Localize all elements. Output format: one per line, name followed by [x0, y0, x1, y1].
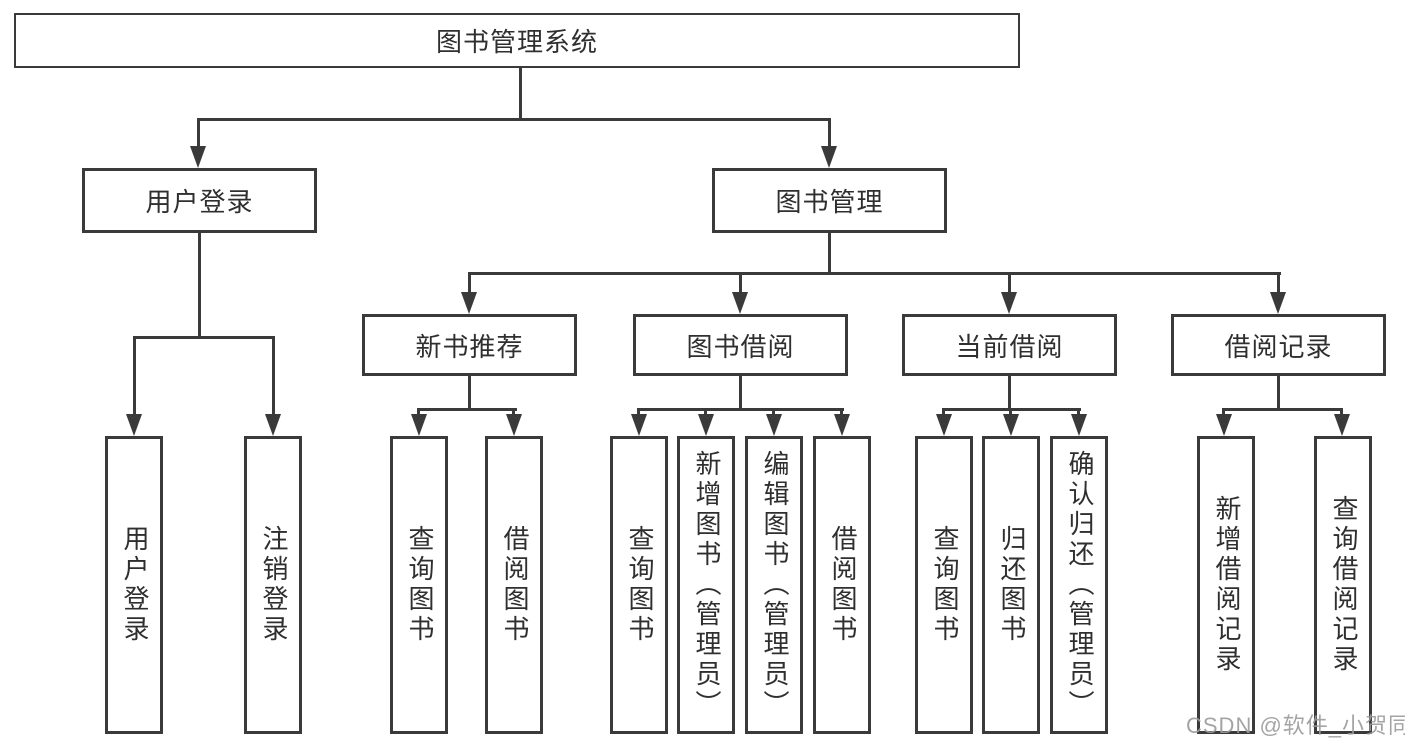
edge-new-book-branch: [417, 408, 517, 411]
node-current-borrow-label: 当前借阅: [955, 331, 1064, 362]
arrowhead: [1071, 414, 1087, 436]
node-user-login-label: 用户登录: [145, 187, 254, 217]
edge-book-mgmt-branch: [468, 272, 1281, 275]
edge-borrow-stem: [739, 376, 742, 408]
edge-records-branch: [1222, 408, 1343, 411]
arrowhead: [265, 414, 281, 436]
node-borrow-records: 借阅记录: [1171, 314, 1386, 376]
node-book-borrow: 图书借阅: [633, 314, 848, 376]
arrowhead: [732, 292, 748, 314]
leaf-recommend-query-books: 查询图书: [390, 436, 448, 734]
edge-book-mgmt-drop-1: [468, 272, 471, 294]
leaf-borrow-query-books: 查询图书: [610, 436, 668, 734]
arrowhead: [126, 414, 142, 436]
node-user-login: 用户登录: [82, 168, 317, 233]
edge-root-branch: [197, 118, 831, 121]
arrowhead: [461, 292, 477, 314]
node-new-book-recommend: 新书推荐: [362, 314, 577, 376]
arrowhead: [190, 146, 206, 168]
leaf-borrow-borrow-books: 借阅图书: [813, 436, 871, 734]
node-borrow-records-label: 借阅记录: [1224, 331, 1333, 362]
edge-user-login-drop-2: [272, 336, 275, 416]
leaf-logout: 注销登录: [244, 436, 302, 734]
arrowhead: [1003, 414, 1019, 436]
edge-root-right-drop: [828, 118, 831, 150]
edge-root-stem: [519, 68, 522, 118]
leaf-current-confirm-return-admin: 确认归还（管理员）: [1050, 436, 1108, 734]
arrowhead: [631, 414, 647, 436]
edge-root-left-drop: [197, 118, 200, 150]
edge-user-login-branch: [133, 336, 275, 339]
node-new-book-recommend-label: 新书推荐: [415, 331, 524, 362]
edge-book-mgmt-drop-3: [1008, 272, 1011, 294]
edge-new-book-stem: [468, 376, 471, 408]
arrowhead: [1216, 414, 1232, 436]
leaf-borrow-add-books-admin: 新增图书（管理员）: [677, 436, 735, 734]
arrowhead: [411, 414, 427, 436]
leaf-current-return-books: 归还图书: [982, 436, 1040, 734]
leaf-borrow-edit-books-admin: 编辑图书（管理员）: [745, 436, 803, 734]
node-system-root: 图书管理系统: [14, 13, 1020, 68]
node-book-management-label: 图书管理: [775, 187, 884, 217]
edge-book-mgmt-stem: [828, 233, 831, 272]
edge-records-stem: [1277, 376, 1280, 408]
leaf-current-query-books: 查询图书: [915, 436, 973, 734]
edge-user-login-drop-1: [133, 336, 136, 416]
edge-book-mgmt-drop-4: [1277, 272, 1280, 294]
arrowhead: [766, 414, 782, 436]
leaf-records-query-record: 查询借阅记录: [1314, 436, 1372, 734]
edge-user-login-stem: [198, 233, 201, 336]
arrowhead: [1334, 414, 1350, 436]
node-book-borrow-label: 图书借阅: [686, 331, 795, 362]
leaf-records-add-record: 新增借阅记录: [1197, 436, 1255, 734]
arrowhead: [506, 414, 522, 436]
node-current-borrow: 当前借阅: [902, 314, 1117, 376]
edge-book-mgmt-drop-2: [739, 272, 742, 294]
node-system-root-label: 图书管理系统: [435, 27, 598, 57]
node-book-management: 图书管理: [712, 168, 947, 233]
arrowhead: [821, 146, 837, 168]
csdn-watermark: CSDN @软件_小贺同学: [1186, 713, 1405, 738]
arrowhead: [1270, 292, 1286, 314]
leaf-recommend-borrow-books: 借阅图书: [485, 436, 543, 734]
arrowhead: [834, 414, 850, 436]
edge-current-stem: [1008, 376, 1011, 408]
arrowhead: [1001, 292, 1017, 314]
arrowhead: [936, 414, 952, 436]
leaf-user-login: 用户登录: [105, 436, 163, 734]
arrowhead: [698, 414, 714, 436]
edge-borrow-branch: [637, 408, 844, 411]
